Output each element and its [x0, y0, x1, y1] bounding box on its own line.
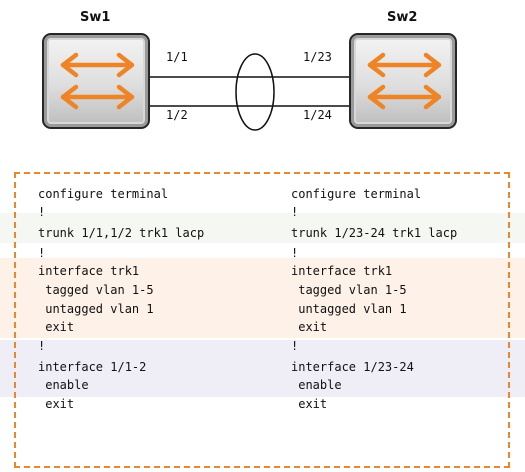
sw2-label: Sw2 — [387, 10, 418, 25]
port-label-sw1-top: 1/1 — [166, 50, 188, 64]
sw2-config-line: trunk 1/23-24 trk1 lacp — [291, 226, 458, 240]
lag-ellipse — [235, 53, 275, 131]
switch-arrows-icon — [367, 52, 442, 110]
config-panel — [14, 172, 510, 468]
port-label-sw1-bottom: 1/2 — [166, 108, 188, 122]
sw2-switch[interactable] — [349, 33, 457, 129]
interface-ports-highlight-band — [0, 340, 525, 397]
sw1-config-line: exit — [38, 397, 75, 411]
sw1-label: Sw1 — [80, 10, 111, 25]
sw1-config-line: ! — [38, 246, 46, 260]
sw2-config-line: configure terminal — [291, 187, 422, 201]
port-label-sw2-bottom: 1/24 — [303, 108, 332, 122]
link-diagram — [150, 53, 350, 131]
sw1-config-line: configure terminal — [38, 187, 169, 201]
sw1-switch[interactable] — [42, 33, 150, 129]
switch-arrows-icon — [60, 52, 135, 110]
interface-trk1-highlight-band — [0, 258, 525, 338]
sw1-config-line: enable — [38, 378, 89, 392]
sw1-config-line: exit — [38, 320, 75, 334]
sw2-config-line: ! — [291, 339, 299, 353]
sw2-config-line: exit — [291, 320, 328, 334]
sw1-config-line: tagged vlan 1-5 — [38, 283, 154, 297]
sw1-config-line: ! — [38, 339, 46, 353]
sw2-config-line: untagged vlan 1 — [291, 302, 407, 316]
sw1-config-line: ! — [38, 205, 46, 219]
trunk-highlight-band — [0, 213, 525, 243]
sw2-config-line: interface trk1 — [291, 264, 393, 278]
sw1-config-line: untagged vlan 1 — [38, 302, 154, 316]
sw2-config-line: ! — [291, 205, 299, 219]
sw1-config-line: trunk 1/1,1/2 trk1 lacp — [38, 226, 205, 240]
sw2-config-line: ! — [291, 246, 299, 260]
sw2-config-line: enable — [291, 378, 342, 392]
sw1-config-line: interface trk1 — [38, 264, 140, 278]
port-label-sw2-top: 1/23 — [303, 50, 332, 64]
sw2-config-line: interface 1/23-24 — [291, 360, 414, 374]
sw2-config-line: exit — [291, 397, 328, 411]
sw2-config-line: tagged vlan 1-5 — [291, 283, 407, 297]
sw1-config-line: interface 1/1-2 — [38, 360, 147, 374]
